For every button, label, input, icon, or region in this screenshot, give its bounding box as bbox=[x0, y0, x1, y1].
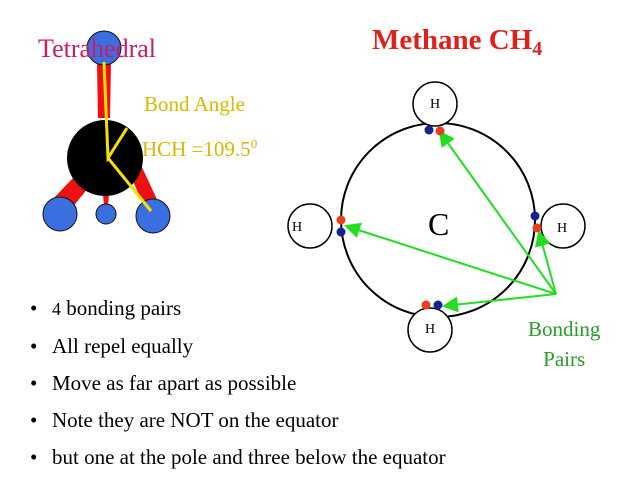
electron-top-red bbox=[435, 126, 445, 136]
tetrahedral-model bbox=[42, 30, 171, 234]
bond-angle-label: Bond Angle bbox=[144, 92, 245, 116]
bullet-list: • 4 bonding pairs • All repel equally • Mov… bbox=[30, 290, 446, 476]
electron-bottom-blue bbox=[433, 300, 443, 310]
bullet-item: • 4 bonding pairs bbox=[30, 290, 446, 328]
hydrogen-label-left: H bbox=[292, 220, 302, 235]
carbon-ball bbox=[67, 120, 143, 196]
hydrogen-label-bottom: H bbox=[425, 322, 435, 337]
bonding-pairs-line1: Bonding bbox=[528, 317, 601, 341]
bullet-text: Note they are NOT on the equator bbox=[52, 408, 339, 432]
bullet-text: Move as far apart as possible bbox=[52, 371, 297, 395]
bond-angle-value: HCH =109.50 bbox=[142, 136, 257, 162]
arrow-to-left bbox=[344, 222, 557, 295]
bullet-item: • Move as far apart as possible bbox=[30, 365, 446, 402]
bond-angle-value-text: HCH =109.5 bbox=[142, 137, 251, 161]
carbon-label: C bbox=[428, 206, 449, 242]
electron-right-red bbox=[532, 223, 542, 233]
bullet-marker: • bbox=[30, 445, 38, 469]
title-methane-text: Methane CH bbox=[372, 24, 533, 56]
bonding-pairs-line2: Pairs bbox=[543, 347, 586, 371]
bonding-pairs-label: Bonding Pairs bbox=[528, 314, 600, 374]
arrow-to-right bbox=[534, 230, 557, 295]
electron-bottom-red bbox=[421, 300, 431, 310]
electron-right-blue bbox=[530, 211, 540, 221]
arrow-to-bottom bbox=[442, 293, 557, 313]
bullet-marker: • bbox=[30, 296, 38, 320]
hydrogen-bottom-orbit bbox=[407, 307, 453, 353]
bullet-item: • but one at the pole and three below the… bbox=[30, 439, 446, 476]
bond-angle-line-2 bbox=[106, 157, 153, 212]
hydrogen-ball-right bbox=[135, 198, 171, 234]
bullet-item: • All repel equally bbox=[30, 328, 446, 365]
bullet-marker: • bbox=[30, 334, 38, 358]
bullet-item: • Note they are NOT on the equator bbox=[30, 402, 446, 439]
electron-diagram: H H H H C bbox=[287, 81, 586, 353]
arrow-to-top bbox=[438, 130, 557, 295]
bullet-marker: • bbox=[30, 408, 38, 432]
bond-angle-degree: 0 bbox=[250, 136, 258, 151]
hydrogen-ball-center bbox=[95, 203, 117, 225]
hydrogen-left-orbit bbox=[287, 203, 333, 249]
title-methane-subscript: 4 bbox=[532, 38, 543, 60]
electron-left-blue bbox=[336, 227, 346, 237]
hydrogen-ball-left bbox=[42, 196, 78, 232]
hydrogen-label-top: H bbox=[430, 97, 440, 112]
electron-top-blue bbox=[424, 125, 434, 135]
bullet-number: 4 bbox=[52, 299, 61, 319]
bullet-marker: • bbox=[30, 371, 38, 395]
bullet-text: All repel equally bbox=[52, 334, 194, 358]
bullet-text: bonding pairs bbox=[61, 296, 182, 320]
electron-left-red bbox=[336, 215, 346, 225]
title-methane: Methane CH4 bbox=[372, 24, 542, 61]
hydrogen-top-orbit bbox=[412, 81, 458, 127]
hydrogen-label-right: H bbox=[557, 221, 567, 236]
title-tetrahedral: Tetrahedral bbox=[38, 34, 156, 63]
bullet-text: but one at the pole and three below the … bbox=[52, 445, 446, 469]
